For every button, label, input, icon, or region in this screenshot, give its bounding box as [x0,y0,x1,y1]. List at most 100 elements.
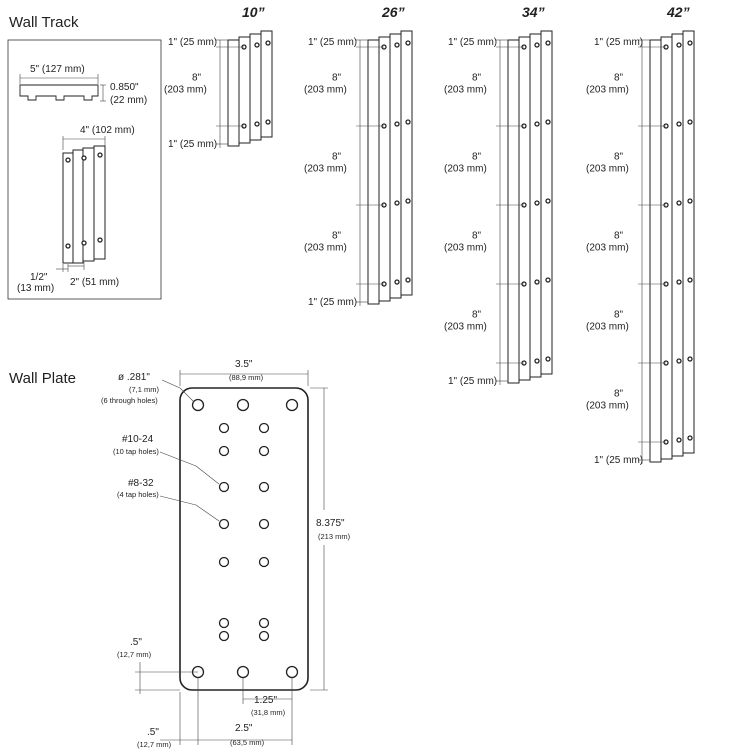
tap-hole [258,630,270,642]
track-rail [518,36,531,381]
track-gap-in-label: 8" [614,389,624,400]
profile-depth-in-label: 0.850" [110,82,139,93]
track-hole [534,200,540,206]
track-rail [367,39,380,305]
track-gap-in-label: 8" [332,73,342,84]
track-hole [394,121,400,127]
track-2: 34”1" (25 mm)1" (25 mm)8"(203 mm)8"(203 … [444,4,553,387]
tap-hole [258,617,270,629]
wall-plate-drawing: 3.5" (88,9 mm) 8.375" (213 mm) ø .281" (… [101,359,351,749]
plate-height-in: 8.375" [316,518,345,529]
through-hole [236,665,250,679]
wall-track-detail-box: 5" (127 mm) 0.850" (22 mm) 4" (102 mm) [7,39,162,300]
hole-span-in: 2.5" [235,723,253,734]
track-hole [534,121,540,127]
track-hole [534,279,540,285]
track-length-label: 26” [381,4,405,20]
left-offset-in: .5" [147,727,159,738]
track-hole [394,279,400,285]
track-gap-in-label: 8" [472,231,482,242]
track-gap-mm-label: (203 mm) [164,85,207,96]
track-hole [676,358,682,364]
bottom-offset-mm: (12,7 mm) [117,650,152,659]
track-gap-in-label: 8" [332,231,342,242]
track-hole [534,358,540,364]
tap-hole [258,518,270,530]
left-offset-mm: (12,7 mm) [137,740,172,749]
track-hole [687,277,693,283]
profile-width-label: 5" (127 mm) [30,64,85,75]
track-end-gap-label: 1" (25 mm) [448,37,497,48]
track-hole [534,42,540,48]
track-end-gap-label: 1" (25 mm) [594,37,643,48]
track-rail [682,30,695,454]
tap-hole [218,422,230,434]
tap-hole [258,481,270,493]
tap-hole [218,445,230,457]
tap-832-note: (4 tap holes) [117,490,159,499]
track-hole [545,119,551,125]
track-gap-mm-label: (203 mm) [444,164,487,175]
through-hole-mm: (7,1 mm) [129,385,160,394]
track-hole [405,119,411,125]
track-front-view: 4" (102 mm) 1/2" (13 mm) 2" (51 mm) [17,125,135,294]
track-length-label: 34” [522,4,545,20]
track-end-gap-label: 1" (25 mm) [168,37,217,48]
track-hole [676,200,682,206]
track-length-label: 10” [242,4,265,20]
track-hole [687,119,693,125]
track-hole [394,42,400,48]
profile-depth-mm-label: (22 mm) [110,95,147,106]
track-hole [687,198,693,204]
spacing-label: 2" (51 mm) [70,277,119,288]
wall-track-title: Wall Track [9,14,79,31]
tap-1024-label: #10-24 [122,434,154,445]
tap-hole [218,630,230,642]
edge-in-label: 1/2" [30,272,48,283]
track-gap-mm-label: (203 mm) [586,243,629,254]
edge-mm-label: (13 mm) [17,283,54,294]
tap-hole [258,445,270,457]
track-rail [260,30,273,138]
track-gap-mm-label: (203 mm) [304,243,347,254]
track-gap-in-label: 8" [192,73,202,84]
wall-plate-outline [179,387,309,691]
track-hole [545,356,551,362]
track-gap-mm-label: (203 mm) [444,322,487,333]
track-hole [265,119,271,125]
through-hole [285,398,299,412]
track-rail [378,36,391,302]
track-hole [405,40,411,46]
through-hole [236,398,250,412]
half-spacing-in: 1.25" [254,695,277,706]
track-1: 26”1" (25 mm)1" (25 mm)8"(203 mm)8"(203 … [304,4,413,308]
track-3: 42”1" (25 mm)1" (25 mm)8"(203 mm)8"(203 … [586,4,695,466]
track-hole [676,437,682,443]
track-hole [687,40,693,46]
track-rail [649,39,662,463]
track-rail [227,39,240,147]
track-hole [265,40,271,46]
track-hole [405,277,411,283]
track-gap-in-label: 8" [472,152,482,163]
bottom-offset-in: .5" [130,637,142,648]
track-gap-in-label: 8" [614,231,624,242]
through-hole-note: (6 through holes) [101,396,158,405]
track-hole [676,121,682,127]
track-gap-mm-label: (203 mm) [586,85,629,96]
track-rail [671,33,684,457]
track-gap-mm-label: (203 mm) [304,164,347,175]
track-hole [405,198,411,204]
track-gap-mm-label: (203 mm) [586,164,629,175]
wall-plate-title: Wall Plate [9,370,76,387]
tap-hole [218,481,230,493]
track-gap-mm-label: (203 mm) [304,85,347,96]
track-gap-in-label: 8" [332,152,342,163]
track-hole [676,42,682,48]
track-hole [394,200,400,206]
track-lengths-group: 10”1" (25 mm)1" (25 mm)8"(203 mm)26”1" (… [164,4,695,466]
track-hole [687,356,693,362]
hole-span-mm: (63,5 mm) [230,738,265,747]
track-hole [254,42,260,48]
